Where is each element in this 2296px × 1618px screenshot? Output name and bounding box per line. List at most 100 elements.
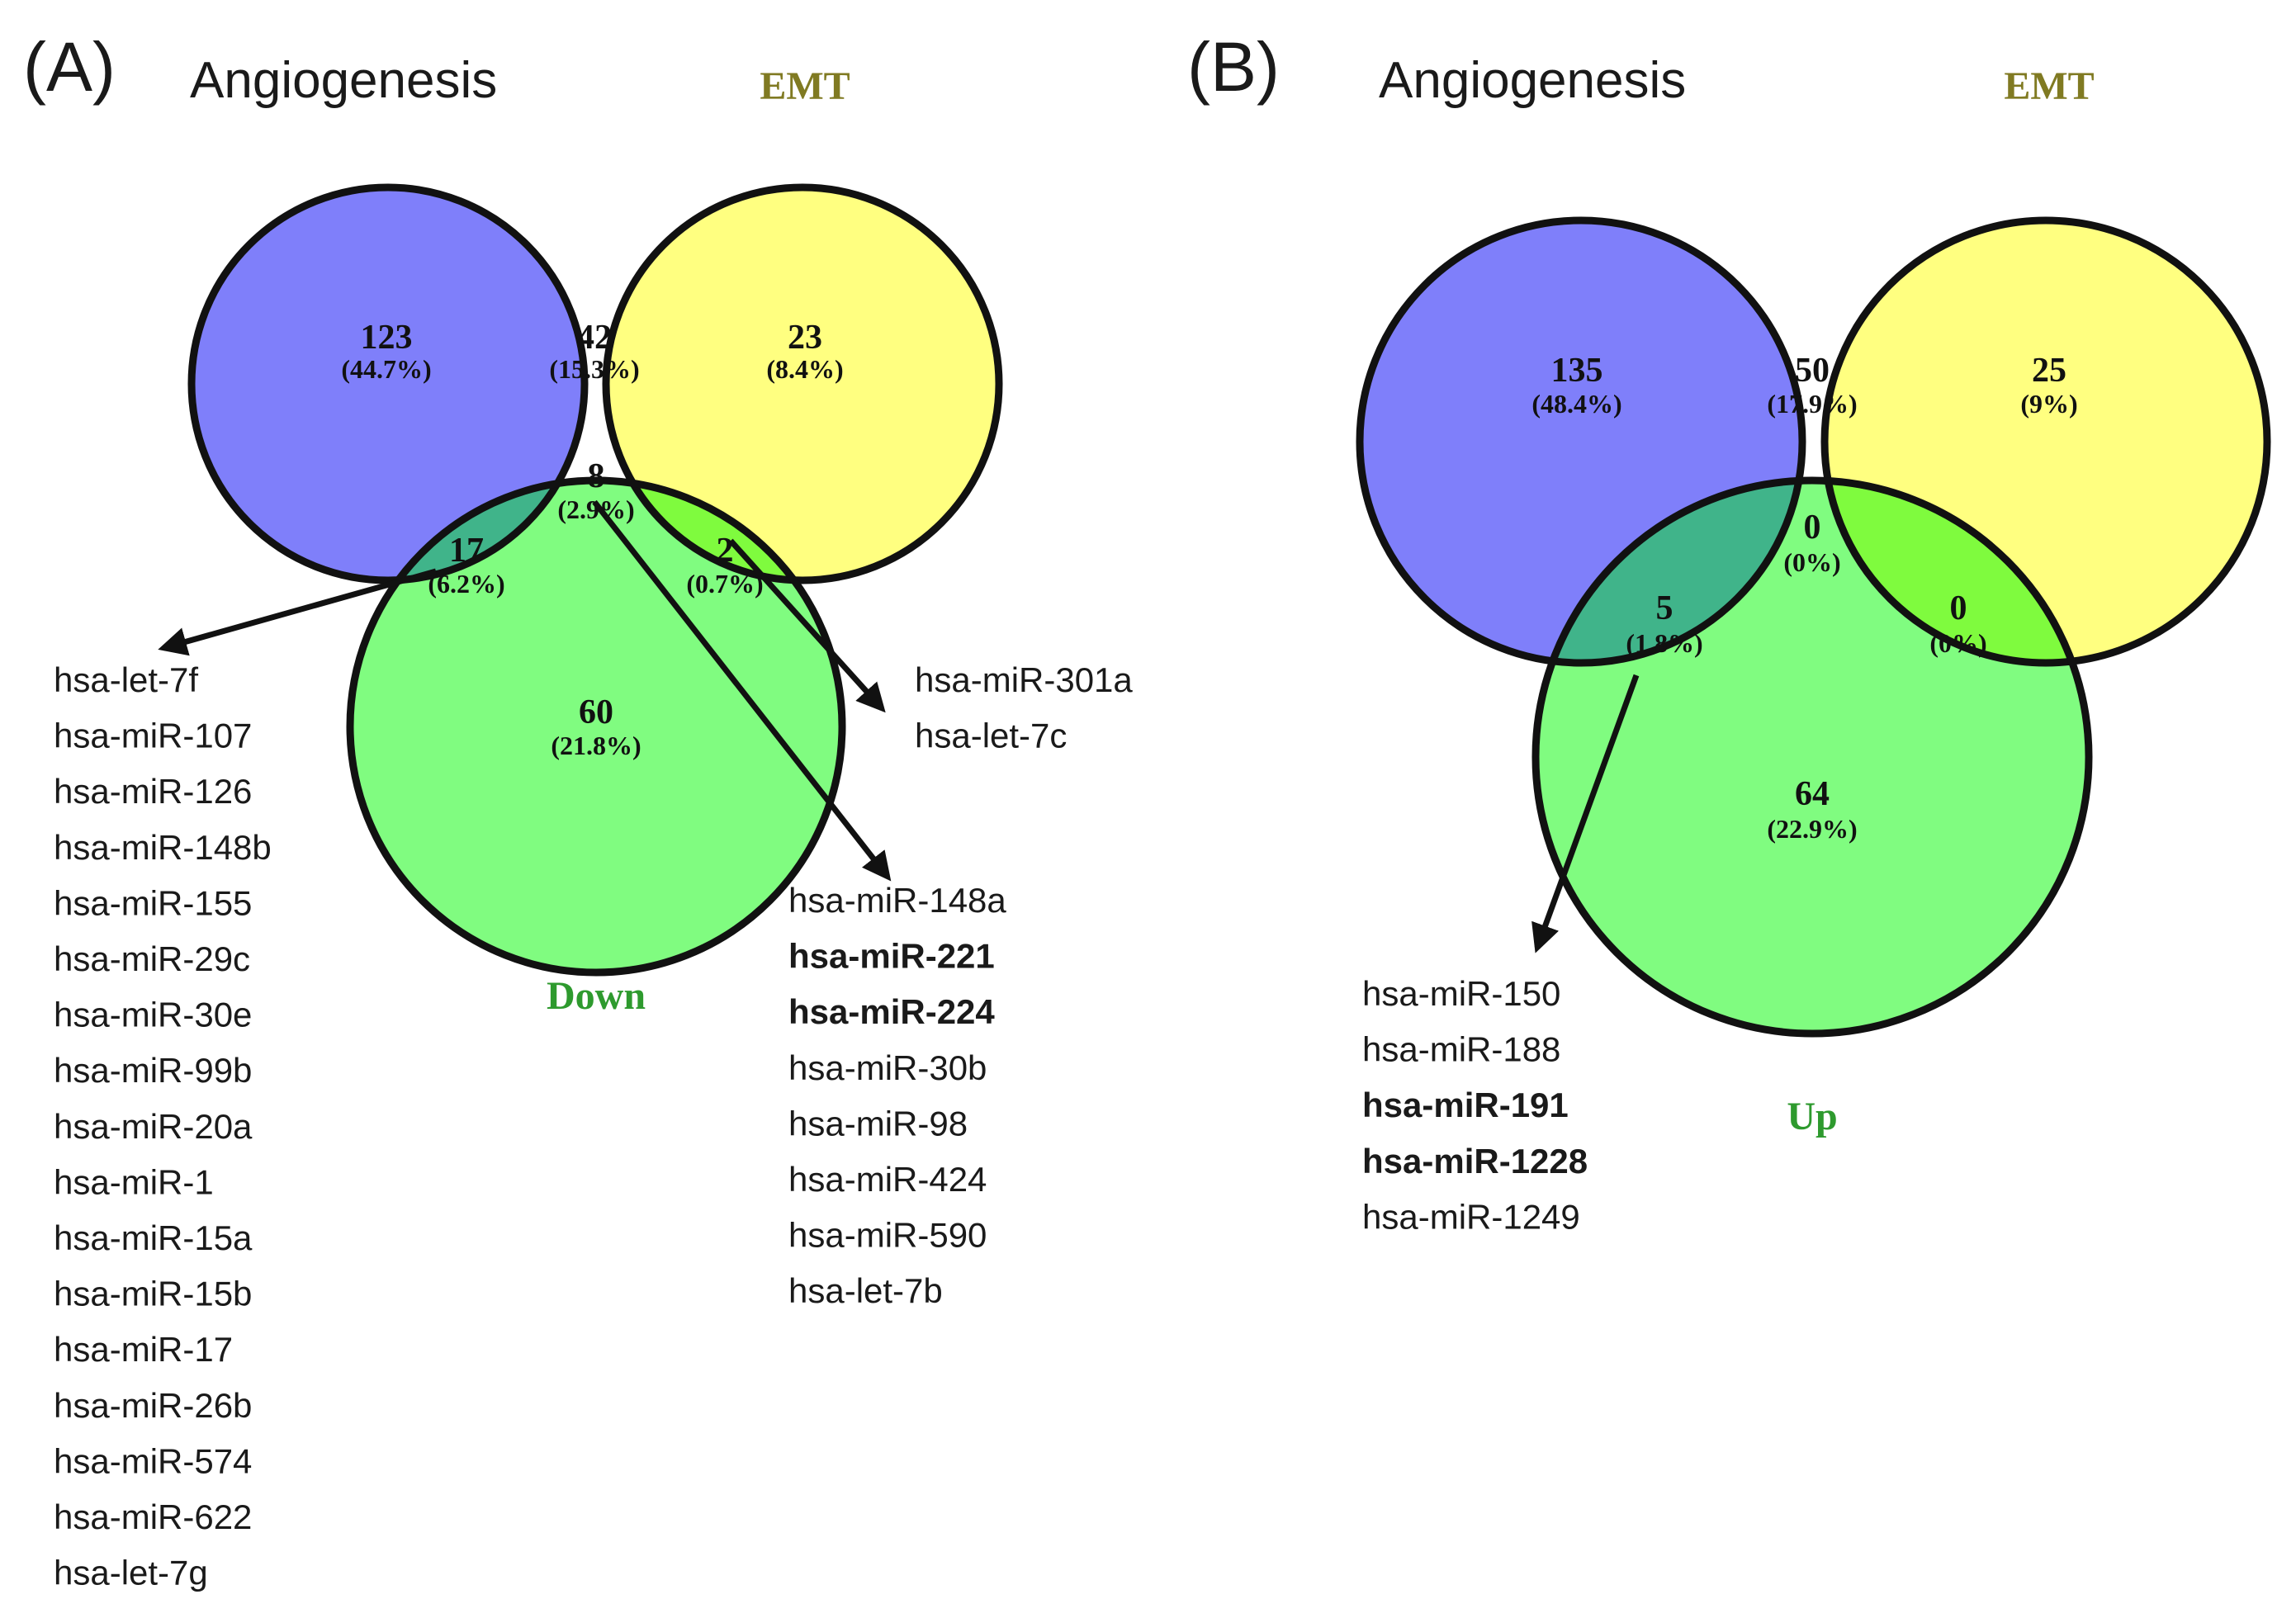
panel-b-emt-label: EMT — [2004, 64, 2094, 108]
panel-a-down-label: Down — [547, 974, 646, 1018]
panel-b-letter: (B) — [1187, 28, 1280, 106]
panel-a-region-angiogenesis-only: 123 (44.7%) — [341, 319, 431, 384]
panel-a-region-emt-only: 23 (8.4%) — [766, 319, 843, 384]
panel-b-up-label: Up — [1787, 1095, 1837, 1138]
panel-a-arrow-emt-down — [728, 538, 886, 713]
panel-a-list-emt-down: hsa-miR-301a hsa-let-7c — [915, 660, 1133, 755]
region-percent: (0%) — [1783, 547, 1840, 577]
region-percent: (17.9%) — [1767, 389, 1857, 419]
panel-b: (B) Angiogenesis EMT Up 135 (48.4%) 50 (… — [1187, 28, 2271, 1236]
region-count: 0 — [1804, 509, 1821, 546]
panel-a-venn — [187, 183, 1003, 977]
mirna-list-item: hsa-miR-15a — [54, 1218, 253, 1257]
mirna-list-item: hsa-miR-590 — [788, 1216, 987, 1255]
region-percent: (9%) — [2020, 389, 2077, 419]
panel-b-arrow-angio-up — [1531, 674, 1640, 953]
panel-b-region-angiogenesis-only: 135 (48.4%) — [1531, 352, 1621, 419]
panel-b-emt-direction-overlap — [1825, 480, 2089, 663]
mirna-list-item: hsa-miR-622 — [54, 1497, 252, 1536]
panel-a-letter: (A) — [23, 28, 116, 106]
mirna-list-item: hsa-miR-150 — [1362, 974, 1560, 1013]
region-count: 25 — [2032, 352, 2066, 390]
mirna-list-item: hsa-miR-574 — [54, 1441, 252, 1480]
panel-b-venn — [1356, 216, 2271, 1038]
mirna-list-item: hsa-miR-1228 — [1362, 1142, 1588, 1180]
region-count: 123 — [361, 319, 413, 357]
panel-a-list-angio-down: hsa-let-7f hsa-miR-107 hsa-miR-126 hsa-miR-… — [54, 660, 272, 1592]
mirna-list-item: hsa-miR-1 — [54, 1162, 214, 1201]
region-percent: (8.4%) — [766, 354, 843, 384]
panel-a-region-emt-down: 2 (0.7%) — [686, 532, 763, 598]
mirna-list-item: hsa-miR-29c — [54, 939, 250, 978]
region-percent: (0.7%) — [686, 569, 763, 598]
panel-a-emt-label: EMT — [760, 64, 850, 108]
region-count: 8 — [588, 457, 605, 495]
panel-a-region-angio-down: 17 (6.2%) — [428, 532, 504, 598]
mirna-list-item: hsa-miR-148a — [788, 881, 1006, 920]
mirna-list-item: hsa-miR-126 — [54, 772, 252, 811]
region-count: 64 — [1795, 775, 1830, 813]
region-count: 60 — [579, 693, 613, 731]
panel-a-emt-circle — [606, 187, 999, 580]
panel-b-angiogenesis-outline — [1356, 216, 1806, 667]
region-percent: (44.7%) — [341, 354, 431, 384]
panel-a-direction-circle — [350, 480, 842, 972]
panel-a-region-all-three: 8 (2.9%) — [557, 457, 634, 524]
mirna-list-item: hsa-miR-15b — [54, 1275, 252, 1313]
mirna-list-item: hsa-miR-155 — [54, 883, 252, 922]
mirna-list-item: hsa-miR-99b — [54, 1051, 252, 1090]
panel-a: (A) Angiogenesis EMT Down 123 (44.7%) 42… — [23, 28, 1133, 1592]
region-percent: (48.4%) — [1531, 389, 1621, 419]
mirna-list-item: hsa-miR-301a — [915, 660, 1133, 699]
panel-b-region-up-only: 64 (22.9%) — [1767, 775, 1857, 844]
mirna-list-item: hsa-let-7f — [54, 660, 198, 699]
region-count: 5 — [1656, 589, 1673, 627]
mirna-list-item: hsa-let-7c — [915, 717, 1067, 755]
panel-a-angiogenesis-label: Angiogenesis — [190, 52, 497, 109]
panel-b-region-all-three: 0 (0%) — [1783, 509, 1840, 577]
region-percent: (2.9%) — [557, 494, 634, 524]
panel-b-angiogenesis-label: Angiogenesis — [1379, 52, 1686, 109]
mirna-list-item: hsa-let-7b — [788, 1271, 943, 1310]
mirna-list-item: hsa-miR-30e — [54, 996, 252, 1034]
region-percent: (21.8%) — [551, 731, 641, 760]
panel-a-list-all-three: hsa-miR-148a hsa-miR-221 hsa-miR-224 hsa-mi… — [788, 881, 1006, 1310]
mirna-list-item: hsa-let-7g — [54, 1554, 208, 1592]
region-count: 2 — [717, 532, 734, 570]
mirna-list-item: hsa-miR-107 — [54, 717, 252, 755]
mirna-list-item: hsa-miR-98 — [788, 1104, 968, 1143]
region-percent: (22.9%) — [1767, 814, 1857, 844]
panel-a-angiogenesis-circle — [192, 187, 585, 580]
panel-a-direction-outline — [346, 476, 846, 977]
mirna-list-item: hsa-miR-424 — [788, 1160, 987, 1199]
region-percent: (1.8%) — [1626, 628, 1702, 658]
panel-b-direction-outline — [1531, 476, 2093, 1038]
panel-b-emt-outline — [1820, 216, 2271, 667]
region-count: 23 — [788, 319, 822, 357]
panel-a-region-down-only: 60 (21.8%) — [551, 693, 641, 760]
mirna-list-item: hsa-miR-1249 — [1362, 1197, 1580, 1236]
region-percent: (15.3%) — [549, 354, 639, 384]
panel-b-region-emt-only: 25 (9%) — [2020, 352, 2077, 419]
panel-b-region-emt-up: 0 (0%) — [1929, 589, 1986, 658]
mirna-list-item: hsa-miR-30b — [788, 1048, 987, 1087]
panel-a-emt-outline — [602, 183, 1003, 584]
mirna-list-item: hsa-miR-191 — [1362, 1086, 1569, 1124]
panel-b-region-angio-up: 5 (1.8%) — [1626, 589, 1702, 658]
region-percent: (0%) — [1929, 628, 1986, 658]
mirna-list-item: hsa-miR-20a — [54, 1107, 253, 1146]
region-count: 0 — [1950, 589, 1967, 627]
panel-a-region-angio-emt: 42 (15.3%) — [549, 319, 639, 384]
region-count: 17 — [449, 532, 484, 570]
mirna-list-item: hsa-miR-26b — [54, 1386, 252, 1425]
region-count: 135 — [1551, 352, 1603, 390]
mirna-list-item: hsa-miR-224 — [788, 992, 995, 1031]
panel-a-arrow-angio-down — [158, 568, 437, 656]
region-count: 42 — [577, 319, 612, 357]
region-percent: (6.2%) — [428, 569, 504, 598]
panel-b-list-angio-up: hsa-miR-150 hsa-miR-188 hsa-miR-191 hsa-miR… — [1362, 974, 1588, 1236]
panel-b-region-angio-emt: 50 (17.9%) — [1767, 352, 1857, 419]
mirna-list-item: hsa-miR-221 — [788, 937, 995, 976]
mirna-list-item: hsa-miR-188 — [1362, 1030, 1560, 1069]
